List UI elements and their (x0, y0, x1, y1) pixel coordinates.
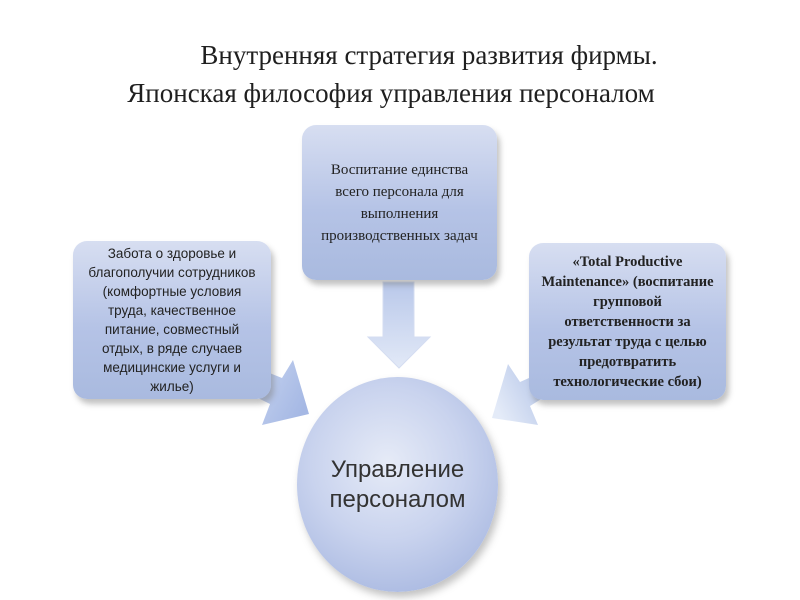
slide-title: Внутренняя стратегия развития фирмы. Япо… (0, 36, 800, 112)
box-health: Забота о здоровье и благополучии сотрудн… (73, 241, 271, 399)
box-unity-text: Воспитание единства всего персонала для … (321, 161, 478, 244)
center-circle-label: Управление персоналом (329, 455, 466, 513)
center-circle: Управление персоналом (297, 377, 498, 592)
box-unity: Воспитание единства всего персонала для … (302, 125, 497, 280)
box-tpm: «Total Productive Maintenance» (воспитан… (529, 243, 726, 400)
title-line-1: Внутренняя стратегия развития фирмы. (200, 40, 658, 70)
arrow-down (366, 281, 432, 369)
box-tpm-text: «Total Productive Maintenance» (воспитан… (541, 253, 714, 390)
title-line-2: Японская философия управления персоналом (127, 78, 655, 108)
box-health-text: Забота о здоровье и благополучии сотрудн… (88, 246, 256, 394)
